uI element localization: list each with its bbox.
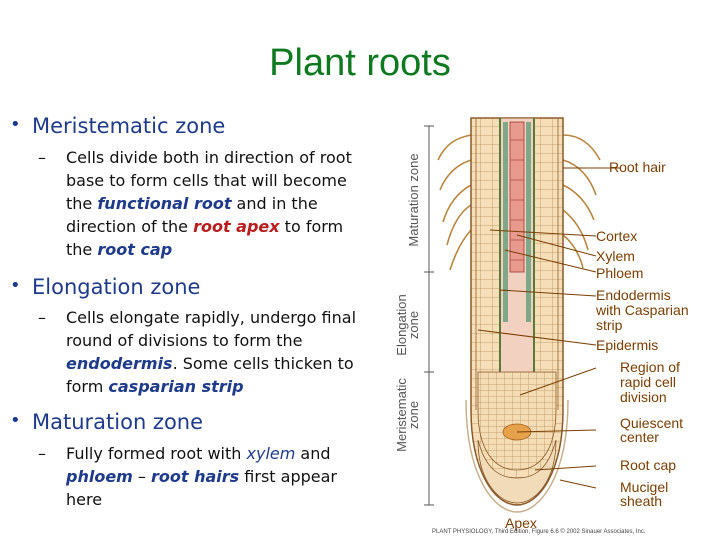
label-xylem: Xylem <box>596 248 635 264</box>
mucigel-outline <box>465 399 569 513</box>
text-run: Cells elongate rapidly, undergo final ro… <box>66 308 357 350</box>
zone-label-elongation-b: zone <box>406 311 421 339</box>
dash-marker: – <box>38 444 46 463</box>
text-run: and in the direction of the <box>66 194 318 236</box>
label-phloem: Phloem <box>596 265 643 281</box>
zone-label-meristematic: Meristematic <box>394 378 409 452</box>
callout-lines <box>477 167 620 489</box>
sub-bullet-elongation: – Cells elongate rapidly, undergo final … <box>38 306 368 398</box>
term-root-hairs: root hairs <box>151 467 240 486</box>
label-rapid-division: Region of <box>620 359 680 375</box>
term-xylem: xylem <box>246 444 296 463</box>
label-mucigel: Mucigel <box>620 479 668 495</box>
root-hairs <box>437 134 601 271</box>
term-functional-root: functional root <box>97 194 232 213</box>
text-run: Cells divide both in direction of root b… <box>66 148 352 213</box>
label-epidermis: Epidermis <box>596 337 658 353</box>
bullet-maturation: • Maturation zone <box>10 410 203 434</box>
figure-credit: PLANT PHYSIOLOGY, Third Edition, Figure … <box>432 528 646 535</box>
text-run: to form the <box>66 217 344 259</box>
label-quiescent: Quiescent <box>620 415 683 431</box>
bullet-label: Elongation zone <box>32 275 201 299</box>
meristem-region <box>477 371 557 471</box>
phloem-strand <box>503 122 508 322</box>
term-endodermis: endodermis <box>66 354 173 373</box>
sub-bullet-maturation: – Fully formed root with xylem and phloe… <box>38 442 368 511</box>
text-run: first appear here <box>66 467 337 509</box>
label-mucigel-b: sheath <box>620 493 662 509</box>
root-cap <box>477 439 557 504</box>
label-quiescent-b: center <box>620 429 659 445</box>
text-run: Fully formed root with <box>66 444 247 463</box>
zone-brackets <box>424 125 434 506</box>
text-run: and <box>295 444 331 463</box>
sub-bullet-meristematic: – Cells divide both in direction of root… <box>38 146 368 261</box>
zone-label-elongation: Elongation <box>394 294 409 355</box>
term-root-cap: root cap <box>97 240 173 259</box>
label-cortex: Cortex <box>596 228 637 244</box>
dash-marker: – <box>38 148 46 167</box>
label-rapid-division-c: division <box>620 389 667 405</box>
term-root-apex: root apex <box>193 217 280 236</box>
label-rapid-division-b: rapid cell <box>620 374 676 390</box>
bullet-label: Maturation zone <box>32 410 204 434</box>
label-root-hair: Root hair <box>609 159 666 175</box>
bullet-meristematic: • Meristematic zone <box>10 114 225 138</box>
bullet-elongation: • Elongation zone <box>10 275 200 299</box>
text-run: . Some cells thicken to form <box>66 354 354 396</box>
label-endodermis: Endodermis <box>596 287 671 303</box>
term-phloem: phloem <box>66 467 133 486</box>
bullet-dot: • <box>10 114 21 135</box>
bullet-dot: • <box>10 410 21 431</box>
bullet-label: Meristematic zone <box>32 114 226 138</box>
label-endodermis-b: with Casparian <box>595 302 689 318</box>
zone-label-meristematic-b: zone <box>406 401 421 429</box>
zone-label-maturation: Maturation zone <box>406 153 421 246</box>
xylem-strand <box>509 121 525 273</box>
bullet-dot: • <box>10 275 21 296</box>
term-casparian-strip: casparian strip <box>108 377 244 396</box>
label-endodermis-c: strip <box>596 317 623 333</box>
text-run: – <box>132 467 152 486</box>
dash-marker: – <box>38 308 46 327</box>
label-root-cap: Root cap <box>620 457 676 473</box>
label-apex: Apex <box>505 515 537 531</box>
slide-title: Plant roots <box>269 42 451 84</box>
